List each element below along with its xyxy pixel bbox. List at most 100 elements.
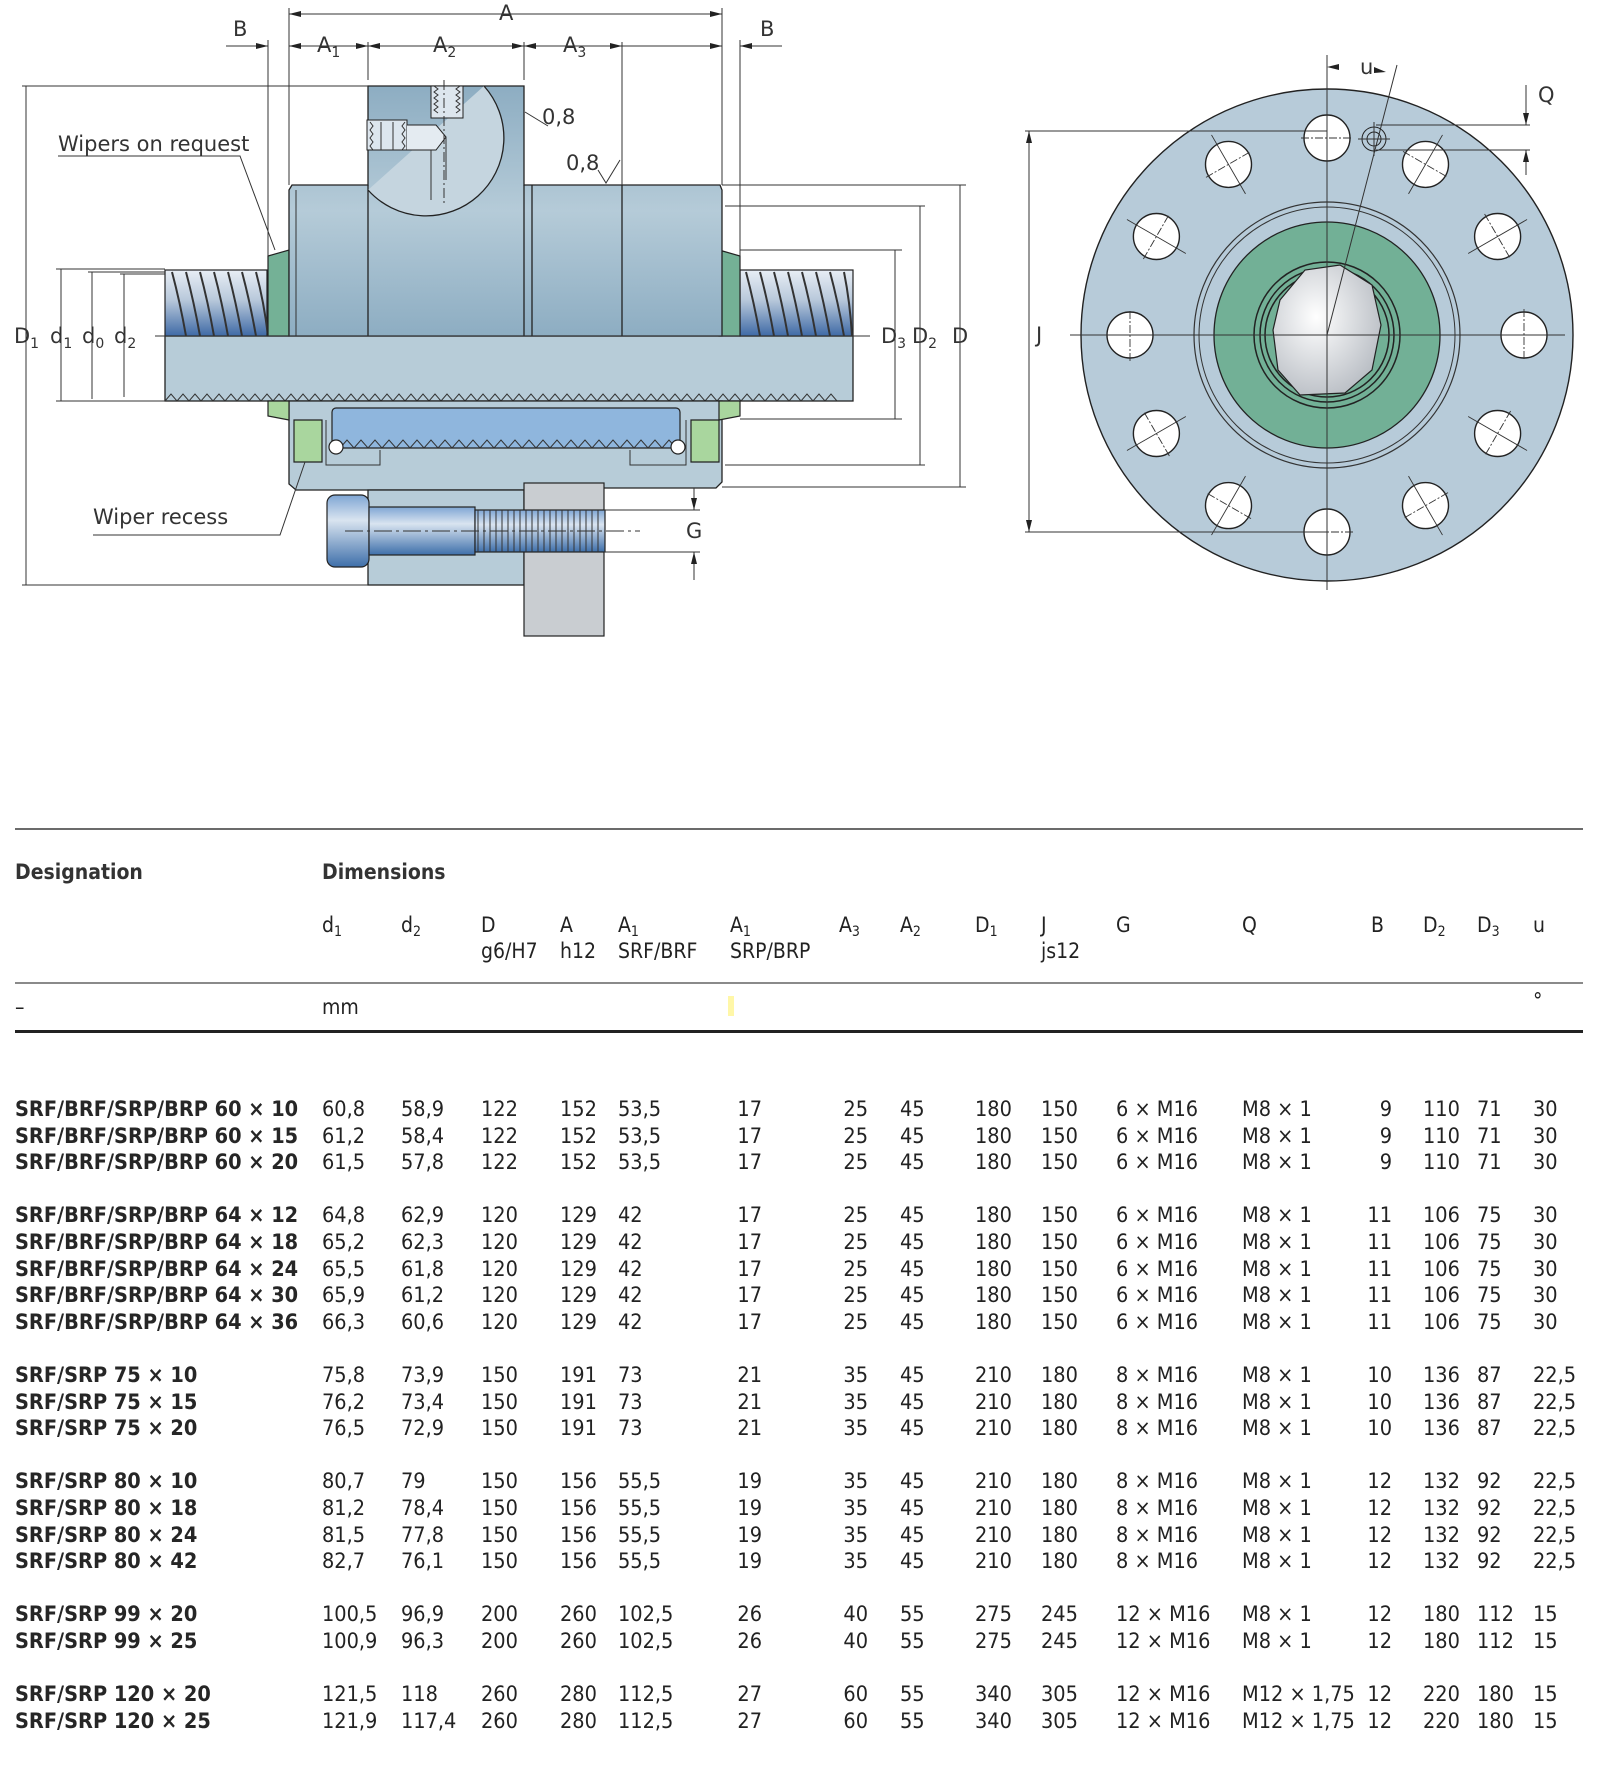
cell-a1-srf: 42 [618, 1203, 643, 1229]
cell-a2: 45 [900, 1283, 925, 1309]
cell-u: 22,5 [1533, 1522, 1577, 1548]
table-rule-mid [15, 982, 1583, 984]
label-A3: A3 [563, 33, 586, 61]
column-tolerance: SRF/BRF [618, 939, 698, 963]
cell-d: 260 [481, 1682, 518, 1708]
cell-a: 129 [560, 1283, 597, 1309]
cell-a: 152 [560, 1123, 597, 1149]
cell-d1: 180 [975, 1283, 1012, 1309]
cell-u: 30 [1533, 1283, 1558, 1309]
column-symbol: D [1423, 913, 1438, 937]
cell-u: 30 [1533, 1256, 1558, 1282]
cell-d2: 136 [1423, 1363, 1460, 1388]
cell-q: M8 × 1 [1242, 1123, 1312, 1149]
cell-d2: 110 [1423, 1150, 1460, 1176]
cell-j: 305 [1041, 1708, 1078, 1734]
cell-d1: 275 [975, 1602, 1012, 1628]
table-rule-top [15, 828, 1583, 830]
cell-d2: 62,3 [401, 1230, 445, 1255]
cell-d1: 210 [975, 1496, 1012, 1521]
column-symbol: A [730, 913, 743, 937]
cell-d: 122 [481, 1123, 518, 1149]
column-header-d1: d1 [322, 912, 342, 939]
cell-g: 6 × M16 [1116, 1150, 1199, 1176]
column-symbol: A [839, 913, 852, 937]
cell-a1-srf: 42 [618, 1230, 643, 1255]
cell-j: 150 [1041, 1230, 1078, 1255]
column-header-a2: A2 [900, 912, 921, 940]
cell-d2: 61,8 [401, 1256, 445, 1282]
cell-j: 150 [1041, 1097, 1078, 1122]
cell-j: 150 [1041, 1283, 1078, 1309]
cell-d1: 60,8 [322, 1097, 366, 1122]
label-roughness-2: 0,8 [566, 151, 599, 175]
cell-a1-srf: 112,5 [618, 1682, 674, 1708]
dimension-lines [22, 8, 966, 586]
cell-g: 12 × M16 [1116, 1602, 1211, 1628]
cell-b: 11 [1367, 1309, 1392, 1335]
cell-a1-srp: 19 [737, 1549, 762, 1575]
label-d0: d0 [82, 324, 104, 352]
cell-d: 150 [481, 1496, 518, 1521]
cell-q: M8 × 1 [1242, 1230, 1312, 1255]
cell-j: 150 [1041, 1203, 1078, 1229]
cell-d2: 78,4 [401, 1496, 445, 1521]
cell-g: 12 × M16 [1116, 1682, 1211, 1708]
cell-g: 6 × M16 [1116, 1256, 1199, 1282]
column-tolerance: g6/H7 [481, 939, 538, 963]
cell-d1: 81,5 [322, 1522, 366, 1548]
cell-designation: SRF/SRP 99 × 25 [15, 1629, 198, 1654]
cell-a3: 35 [843, 1416, 868, 1442]
column-subscript: 2 [912, 924, 921, 940]
cell-u: 22,5 [1533, 1469, 1577, 1495]
cell-d1: 180 [975, 1203, 1012, 1229]
cell-d2: 132 [1423, 1469, 1460, 1495]
cell-a3: 25 [843, 1256, 868, 1282]
cell-d1: 210 [975, 1522, 1012, 1548]
column-symbol: D [481, 913, 496, 937]
cell-g: 8 × M16 [1116, 1549, 1199, 1575]
cell-d3: 180 [1477, 1708, 1514, 1734]
cell-g: 8 × M16 [1116, 1416, 1199, 1442]
cell-d1: 275 [975, 1629, 1012, 1654]
column-symbol: Q [1242, 913, 1257, 937]
cell-a3: 25 [843, 1230, 868, 1255]
column-header-b: B [1371, 912, 1384, 938]
cell-d2: 117,4 [401, 1708, 457, 1734]
cell-a1-srf: 53,5 [618, 1097, 662, 1122]
header-designation: Designation [15, 860, 143, 884]
cell-g: 8 × M16 [1116, 1522, 1199, 1548]
cell-d1: 61,5 [322, 1150, 366, 1176]
cell-a: 129 [560, 1256, 597, 1282]
cell-a2: 45 [900, 1496, 925, 1521]
column-symbol: d [401, 913, 413, 937]
cell-u: 30 [1533, 1150, 1558, 1176]
cell-a: 129 [560, 1203, 597, 1229]
cell-d2: 106 [1423, 1309, 1460, 1335]
cell-j: 180 [1041, 1522, 1078, 1548]
cell-a1-srp: 19 [737, 1522, 762, 1548]
label-A2: A2 [433, 33, 456, 61]
column-symbol: D [1477, 913, 1492, 937]
header-dimensions: Dimensions [322, 860, 446, 884]
column-symbol: A [618, 913, 631, 937]
column-header-d2: d2 [401, 912, 421, 939]
cell-b: 9 [1379, 1097, 1392, 1122]
cell-g: 8 × M16 [1116, 1389, 1199, 1415]
column-tolerance: SRP/BRP [730, 939, 811, 963]
column-tolerance: js12 [1041, 939, 1081, 963]
cell-j: 180 [1041, 1389, 1078, 1415]
cell-d1: 180 [975, 1150, 1012, 1176]
cell-d2: 106 [1423, 1203, 1460, 1229]
cell-designation: SRF/BRF/SRP/BRP 60 × 15 [15, 1123, 299, 1149]
cell-a3: 25 [843, 1309, 868, 1335]
cell-d3: 92 [1477, 1549, 1502, 1575]
column-subscript: 1 [989, 924, 998, 940]
cell-a2: 45 [900, 1363, 925, 1388]
cell-a2: 55 [900, 1629, 925, 1654]
cell-a3: 40 [843, 1602, 868, 1628]
cell-d2: 106 [1423, 1230, 1460, 1255]
label-B-right: B [760, 17, 774, 41]
